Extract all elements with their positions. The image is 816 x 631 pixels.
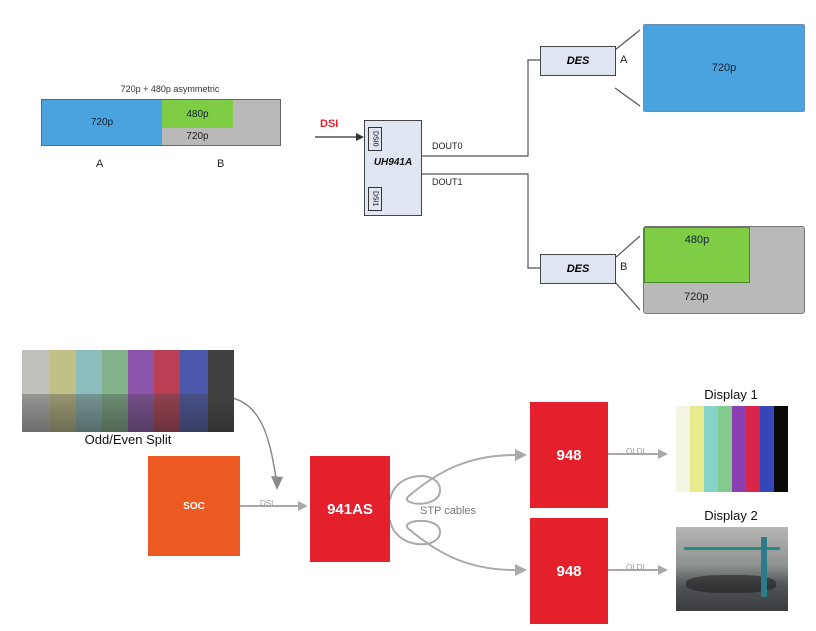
- deserializer-box-2: 948: [530, 518, 608, 624]
- deserializer-box-1: 948: [530, 402, 608, 508]
- frame-720p-region-a: 720p: [42, 100, 162, 145]
- frame-480p-label: 480p: [186, 108, 209, 120]
- dsi-link-label: DSI: [260, 499, 274, 508]
- source-caption: Odd/Even Split: [84, 432, 172, 447]
- dsi-link-arrowhead: [298, 501, 308, 511]
- frame-720p-b-label: 720p: [186, 131, 209, 142]
- des2-label: 948: [556, 562, 582, 580]
- connector-b-bottom: [614, 281, 641, 311]
- stp-lower-arrowhead: [515, 564, 527, 576]
- dsi-input-label: DSI: [320, 118, 339, 130]
- soc-box: SOC: [148, 456, 240, 556]
- dout1-label: DOUT1: [432, 177, 463, 187]
- stp-cables-label: STP cables: [420, 505, 477, 517]
- display-b-720p-label: 720p: [684, 291, 709, 303]
- display2-screen: [676, 527, 788, 611]
- combined-frame: 720p 480p 720p: [41, 99, 281, 146]
- display-b-480p-label: 480p: [684, 234, 710, 246]
- port-dsi0-label: DSI0: [371, 131, 379, 147]
- stp-cable-upper: [389, 454, 516, 505]
- frame-label-a: A: [96, 158, 104, 170]
- display2-title: Display 2: [704, 508, 758, 523]
- port-dsi1-label: DSI1: [371, 191, 379, 207]
- serializer-box: 941AS: [310, 456, 390, 562]
- source-image: [22, 350, 234, 432]
- des-box-bottom: DES: [540, 254, 616, 284]
- oldi2-label: OLDI: [626, 563, 645, 572]
- source-to-soc-arrow: [231, 397, 277, 479]
- soc-label: SOC: [183, 500, 205, 512]
- connector-b-top: [614, 235, 641, 259]
- oldi1-arrowhead: [658, 449, 668, 459]
- display-a-label: 720p: [711, 62, 737, 74]
- display1-title: Display 1: [704, 387, 758, 402]
- frame-label-b: B: [217, 158, 225, 170]
- port-dsi0: DSI0: [368, 127, 382, 151]
- display-a-screen: 720p: [643, 24, 805, 112]
- display-b-screen: 480p 720p: [643, 226, 805, 314]
- des-box-top: DES: [540, 46, 616, 76]
- chip-name: UH941A: [373, 157, 413, 168]
- source-arrowhead: [271, 476, 283, 490]
- display1-screen: [676, 406, 788, 492]
- stp-cable-lower: [389, 519, 516, 571]
- display-b-480p-region: 480p: [644, 227, 750, 283]
- uh941a-chip: DSI0 UH941A DSI1: [364, 120, 422, 216]
- frame-480p-region: 480p: [162, 100, 233, 128]
- port-dsi1: DSI1: [368, 187, 382, 211]
- des-top-label: DES: [566, 55, 590, 67]
- connector-a-bottom: [614, 87, 641, 107]
- frame-720p-region-b: 720p: [162, 128, 233, 145]
- connector-a-top: [614, 29, 641, 51]
- des1-label: 948: [556, 446, 582, 464]
- serializer-label: 941AS: [327, 500, 373, 518]
- branch-label-b: B: [620, 261, 628, 273]
- dout0-label: DOUT0: [432, 141, 463, 151]
- des-bottom-label: DES: [566, 263, 590, 275]
- frame-title: 720p + 480p asymmetric: [120, 84, 220, 94]
- dsi-arrowhead: [356, 133, 364, 141]
- frame-720p-a-label: 720p: [90, 117, 114, 128]
- dout0-line: [420, 59, 540, 157]
- oldi2-arrowhead: [658, 565, 668, 575]
- dout1-line: [420, 173, 540, 269]
- oldi1-label: OLDI: [626, 447, 645, 456]
- stp-upper-arrowhead: [515, 449, 527, 461]
- branch-label-a: A: [620, 54, 628, 66]
